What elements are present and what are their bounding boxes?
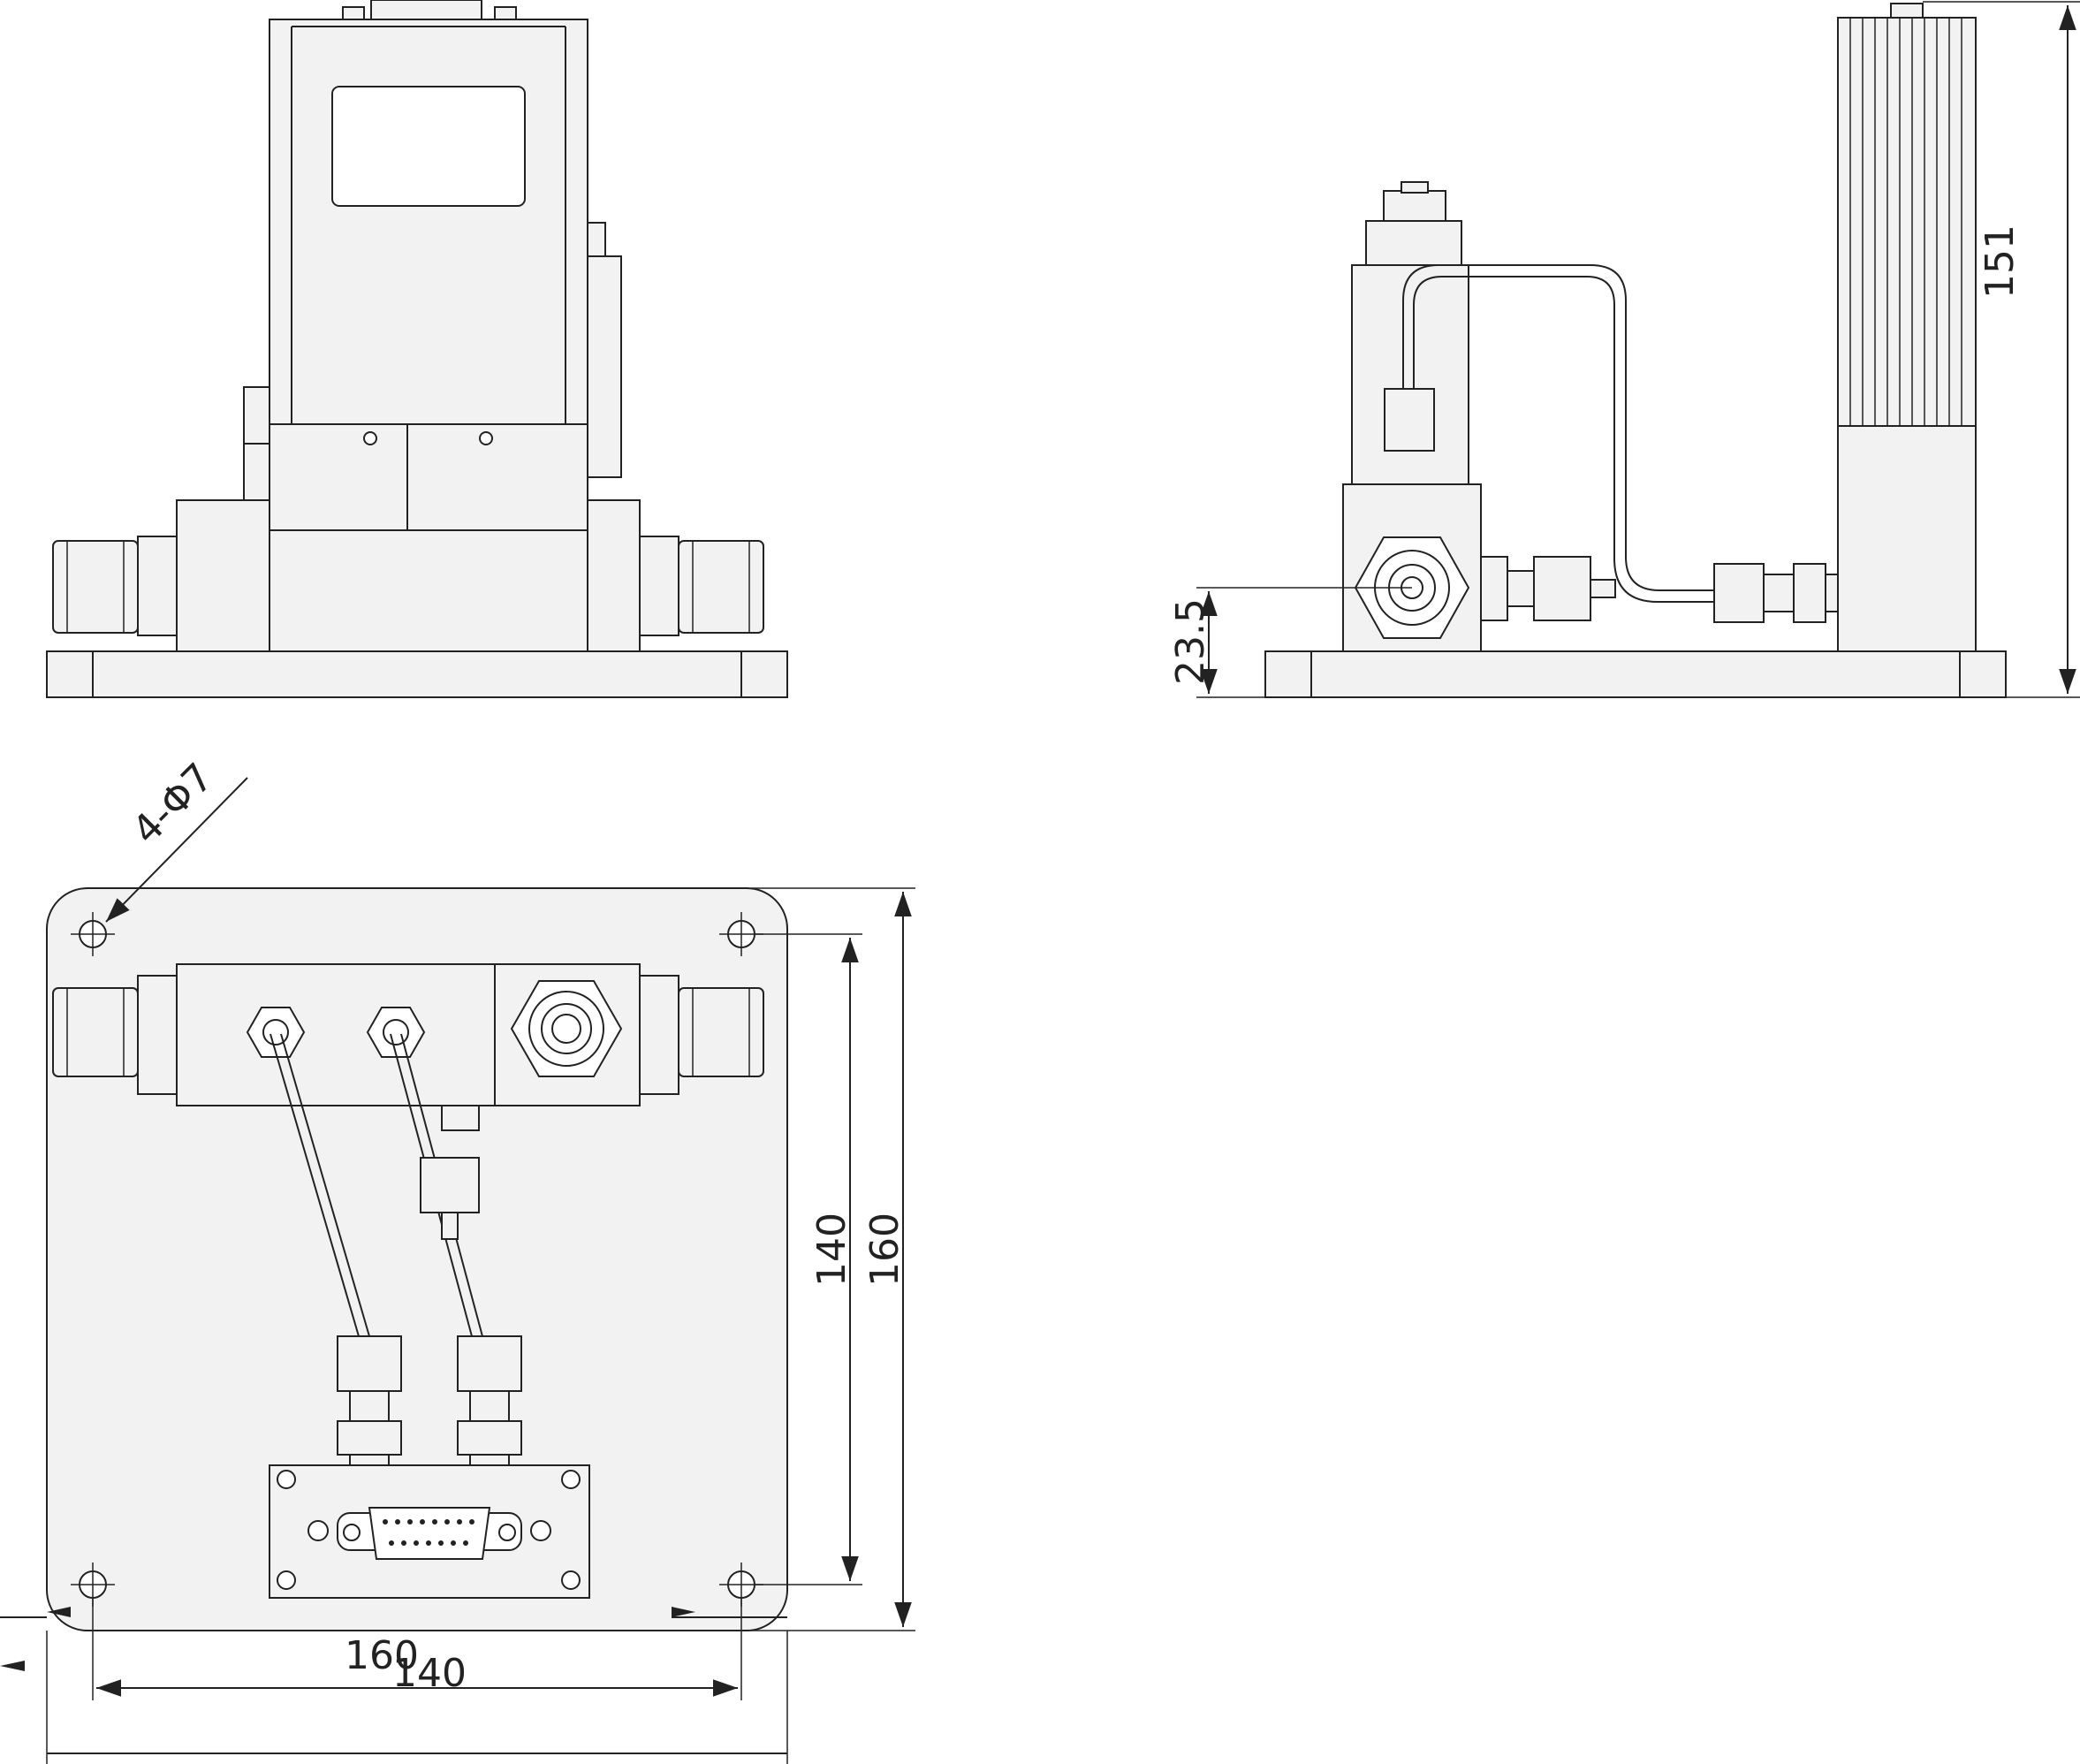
dimension-23-5-label: 23.5: [1168, 598, 1213, 685]
top-port-2: [366, 1007, 426, 1058]
dimension-140-horizontal-label: 140: [392, 1651, 467, 1696]
dimension-plate-width-y: 160: [751, 887, 915, 1631]
side-electronics-housing: [1837, 425, 1977, 652]
dimension-140-vertical-label: 140: [809, 1213, 854, 1287]
top-right-fitting: [639, 975, 764, 1095]
side-view: [1264, 3, 2007, 698]
dimension-hole-spacing-x: 140: [92, 1598, 742, 1700]
dimension-160-horizontal-label: 160: [345, 1633, 419, 1678]
dimension-151-label: 151: [1978, 224, 2023, 299]
top-tube-1: [269, 1033, 360, 1337]
front-left-fitting: [52, 536, 178, 636]
mounting-hole-top-left: [71, 912, 115, 956]
dimension-plate-length-x: 160: [0, 1607, 788, 1764]
dimension-160-vertical-label: 160: [862, 1213, 907, 1287]
top-outlet-hex-nut: [510, 980, 623, 1077]
front-electronics-housing: [269, 19, 588, 425]
db15-connector: [337, 1507, 522, 1560]
dimension-overall-height: 151: [1923, 1, 2080, 698]
front-view: [46, 0, 788, 698]
top-view: [46, 887, 788, 1631]
front-valve-block: [269, 423, 588, 531]
dimension-hole-spacing-y: 140: [755, 933, 862, 1585]
front-base-plate: [46, 650, 788, 698]
front-right-fitting: [639, 536, 764, 636]
side-base-plate: [1264, 650, 2007, 698]
top-left-fitting: [52, 975, 178, 1095]
hole-callout-label: 4-Φ7: [124, 755, 222, 853]
dimension-inlet-height: 23.5: [1168, 587, 1412, 698]
side-heat-sink: [1837, 17, 1977, 427]
side-bypass-tube: [1402, 264, 1714, 591]
front-display-window: [331, 86, 526, 207]
